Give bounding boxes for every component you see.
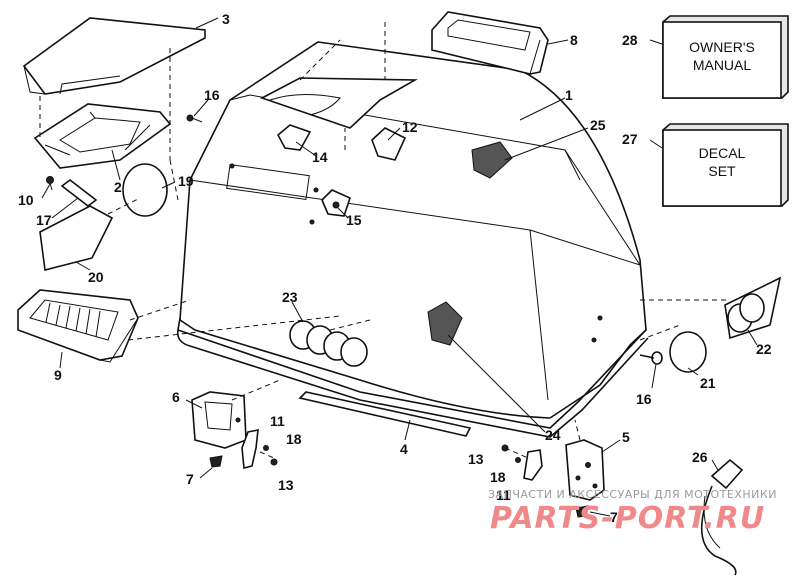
callout-18-left: 18	[286, 431, 302, 447]
callout-21: 21	[700, 375, 716, 391]
callout-17: 17	[36, 212, 52, 228]
watermark: ЗАПЧАСТИ И АКСЕССУАРЫ ДЛЯ МОТОТЕХНИКИ PA…	[488, 488, 777, 536]
callout-26: 26	[692, 449, 708, 465]
watermark-brand: PARTS-PORT.RU	[490, 501, 765, 536]
screw-part-16-top	[186, 114, 203, 123]
callout-14: 14	[312, 149, 328, 165]
callout-16-right: 16	[636, 391, 652, 407]
callout-20: 20	[88, 269, 104, 285]
latch-bracket-part-6	[191, 391, 247, 449]
watermark-caption: ЗАПЧАСТИ И АКСЕССУАРЫ ДЛЯ МОТОТЕХНИКИ	[488, 488, 777, 501]
decal-patch-part-25	[471, 141, 513, 179]
callout-9: 9	[54, 367, 62, 383]
callout-3: 3	[222, 11, 230, 27]
callout-13-right: 13	[468, 451, 484, 467]
callout-16-top: 16	[204, 87, 220, 103]
callout-24: 24	[545, 427, 561, 443]
callout-6: 6	[172, 389, 180, 405]
washer-part-18-right	[515, 457, 521, 463]
callout-27: 27	[622, 131, 638, 147]
plug-discs-part-23	[289, 320, 368, 367]
leader-lines	[41, 17, 758, 517]
top-cover-part-3	[22, 17, 206, 95]
callout-1: 1	[565, 87, 573, 103]
callout-11-right: 11	[496, 487, 511, 503]
grommet-part-7-left	[209, 455, 223, 468]
grommet-part-7-right	[575, 505, 589, 518]
callout-25: 25	[590, 117, 606, 133]
decal-set-line1: DECAL	[699, 145, 746, 161]
pin-part-16-right	[639, 351, 663, 365]
explode-lines	[39, 22, 730, 459]
screw-part-10	[46, 176, 54, 191]
callout-7-left: 7	[186, 471, 194, 487]
handle-part-8	[431, 11, 549, 75]
callout-12: 12	[402, 119, 418, 135]
retainer-part-17	[60, 178, 98, 208]
callout-28: 28	[622, 32, 638, 48]
callouts: 3 8 28 1 16 25 12 27 14 19 2 10 15 17 20…	[18, 11, 772, 525]
callout-19: 19	[178, 173, 194, 189]
grille-part-9	[17, 289, 139, 363]
screw-part-13-left	[270, 458, 278, 466]
washer-part-18-left	[263, 445, 269, 451]
vent-inset	[259, 77, 418, 129]
decal-sheet-part-20	[39, 205, 114, 271]
callout-18-right: 18	[490, 469, 506, 485]
cable-part-26	[700, 458, 744, 576]
decal-patch-part-24	[427, 301, 463, 346]
callout-8: 8	[570, 32, 578, 48]
clip-part-11-left	[241, 429, 259, 470]
callout-13-left: 13	[278, 477, 294, 493]
owners-manual-box: OWNER'S MANUAL	[662, 15, 789, 99]
callout-15: 15	[346, 212, 362, 228]
seal-disc-part-21	[669, 331, 707, 373]
callout-4: 4	[400, 441, 408, 457]
callout-2: 2	[114, 179, 122, 195]
bracket-part-12	[371, 127, 407, 161]
callout-7-right: 7	[610, 509, 618, 525]
latch-bracket-part-5	[565, 439, 605, 501]
clip-part-11-right	[523, 449, 543, 481]
gasket-frame-part-2	[33, 103, 172, 169]
bracket-part-14	[276, 124, 312, 151]
callout-23: 23	[282, 289, 298, 305]
decal-set-box: DECAL SET	[662, 123, 789, 207]
owners-manual-line2: MANUAL	[693, 57, 752, 73]
callout-11-left: 11	[270, 413, 285, 429]
engine-cover-part-1	[176, 41, 649, 438]
plug-stack-part-22	[724, 276, 782, 340]
owners-manual-line1: OWNER'S	[689, 39, 755, 55]
seal-disc-part-19	[122, 163, 168, 217]
seal-strip-part-4	[298, 391, 472, 437]
decal-set-line2: SET	[708, 163, 736, 179]
callout-22: 22	[756, 341, 772, 357]
callout-10: 10	[18, 192, 34, 208]
callout-5: 5	[622, 429, 630, 445]
